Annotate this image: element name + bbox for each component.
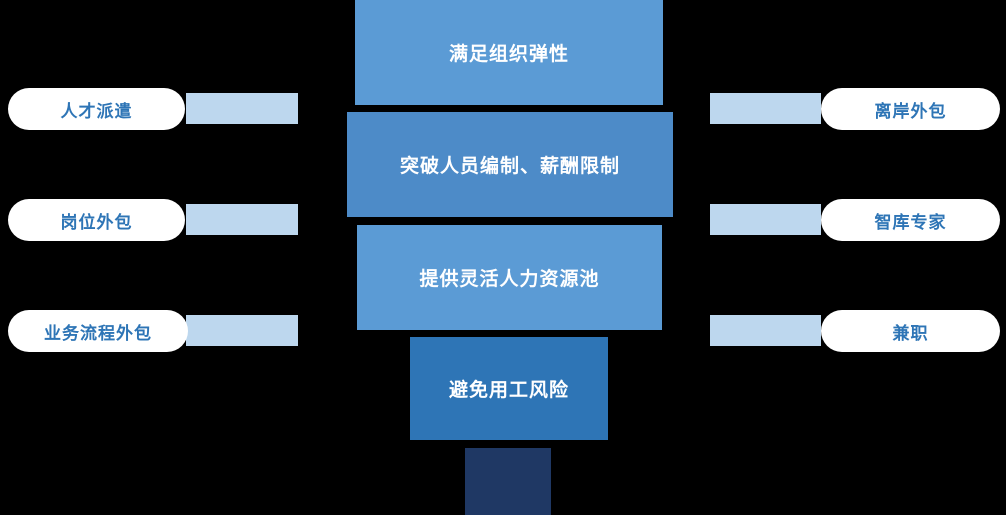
position-outsourcing-pill: 岗位外包 — [8, 199, 185, 241]
talent-dispatch-pill: 人才派遣 — [8, 88, 185, 130]
pill-label: 业务流程外包 — [44, 323, 152, 344]
funnel-box-organizational-flexibility: 满足组织弹性 — [355, 0, 663, 105]
connector-bar-left-2 — [186, 204, 298, 235]
funnel-box-label: 避免用工风险 — [448, 379, 569, 401]
pill-label: 离岸外包 — [874, 101, 947, 122]
business-process-outsourcing-pill: 业务流程外包 — [8, 310, 188, 352]
funnel-bottom-stub — [465, 448, 551, 515]
connector-bar-right-3 — [710, 315, 821, 346]
funnel-box-label: 突破人员编制、薪酬限制 — [399, 155, 620, 177]
connector-bar-left-1 — [186, 93, 298, 124]
connector-bar-right-1 — [710, 93, 821, 124]
funnel-box-flexible-hr-pool: 提供灵活人力资源池 — [357, 225, 662, 330]
pill-label: 智库专家 — [874, 212, 947, 233]
funnel-box-label: 提供灵活人力资源池 — [419, 268, 600, 290]
part-time-pill: 兼职 — [821, 310, 1000, 352]
pill-label: 岗位外包 — [60, 212, 133, 233]
funnel-box-staffing-salary-limits: 突破人员编制、薪酬限制 — [347, 112, 673, 217]
connector-bar-left-3 — [186, 315, 298, 346]
funnel-box-label: 满足组织弹性 — [448, 43, 569, 65]
offshore-outsourcing-pill: 离岸外包 — [821, 88, 1000, 130]
pill-label: 兼职 — [892, 323, 929, 344]
think-tank-expert-pill: 智库专家 — [821, 199, 1000, 241]
funnel-box-avoid-employment-risk: 避免用工风险 — [410, 337, 608, 440]
connector-bar-right-2 — [710, 204, 821, 235]
pill-label: 人才派遣 — [60, 101, 133, 122]
